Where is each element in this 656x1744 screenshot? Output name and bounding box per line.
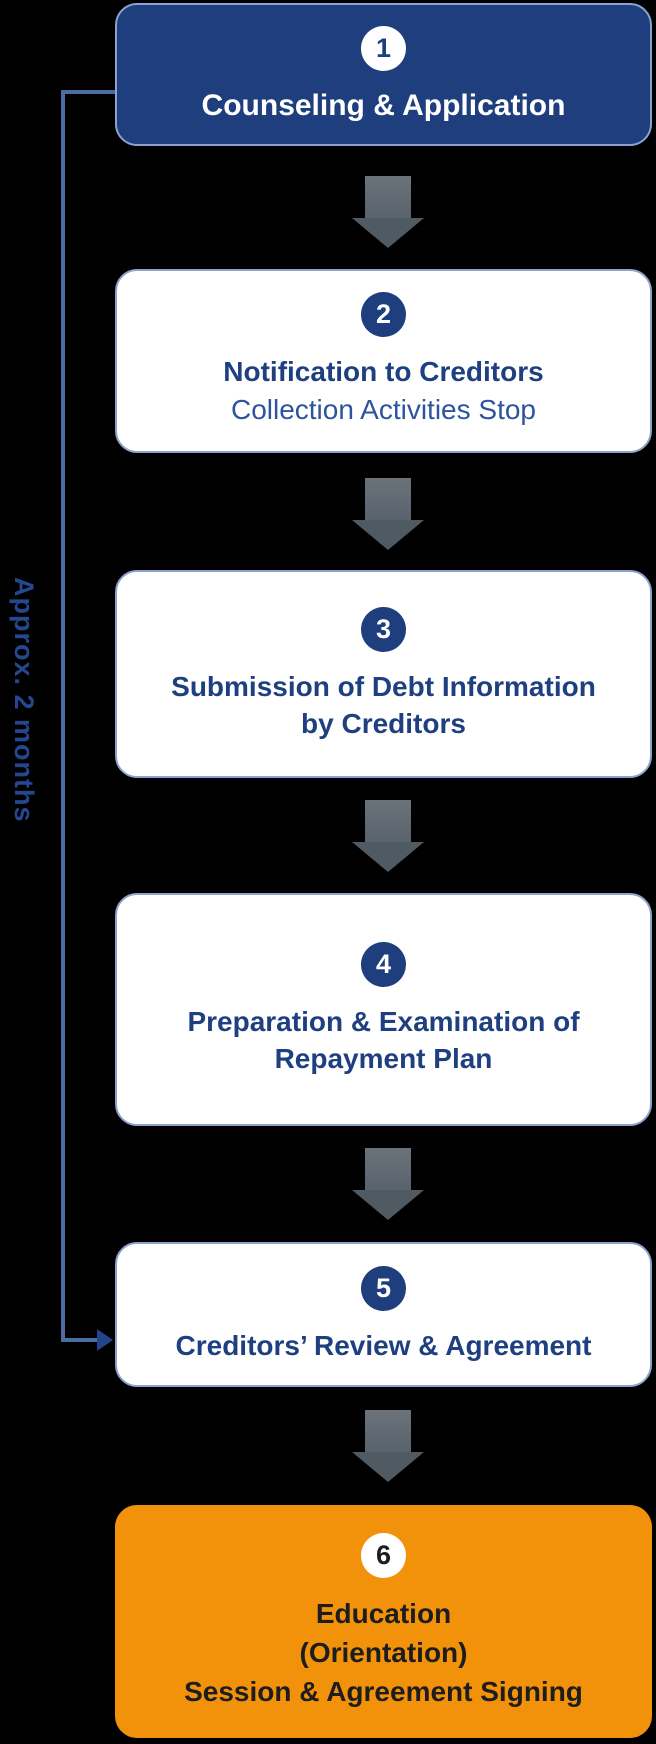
step-6-box: 6 Education (Orientation) Session & Agre… xyxy=(115,1505,652,1738)
step-5-box: 5 Creditors’ Review & Agreement xyxy=(115,1242,652,1387)
step-1-title: Counseling & Application xyxy=(201,88,566,122)
step-5-number-badge: 5 xyxy=(361,1265,406,1311)
step-3-title-line-2: by Creditors xyxy=(301,707,466,739)
step-6-title-line-2: (Orientation) xyxy=(299,1636,468,1668)
flow-arrow-icon xyxy=(352,478,424,550)
step-2-subtitle: Collection Activities Stop xyxy=(230,394,537,425)
step-3-title-line-1: Submission of Debt Information xyxy=(171,670,596,702)
step-6-title: Education (Orientation) Session & Agreem… xyxy=(184,1594,583,1711)
step-3-number-badge: 3 xyxy=(361,606,406,652)
step-5-title: Creditors’ Review & Agreement xyxy=(175,1329,592,1361)
step-4-title: Preparation & Examination of Repayment P… xyxy=(187,1003,579,1077)
flow-arrow-icon xyxy=(352,1148,424,1220)
step-4-box: 4 Preparation & Examination of Repayment… xyxy=(115,893,652,1126)
timeline-bracket-top-segment xyxy=(61,90,115,94)
step-3-box: 3 Submission of Debt Information by Cred… xyxy=(115,570,652,778)
step-1-box: 1 Counseling & Application xyxy=(115,3,652,146)
step-4-title-line-2: Repayment Plan xyxy=(274,1043,493,1074)
timeline-bracket-vertical-line xyxy=(61,90,65,1342)
timeline-bracket-bottom-segment xyxy=(61,1338,99,1342)
flow-arrow-icon xyxy=(352,176,424,248)
timeline-arrowhead-icon xyxy=(97,1329,113,1351)
step-4-number-badge: 4 xyxy=(361,942,406,987)
step-2-box: 2 Notification to Creditors Collection A… xyxy=(115,269,652,453)
step-2-number-badge: 2 xyxy=(361,292,406,337)
flow-arrow-icon xyxy=(352,800,424,872)
step-3-title: Submission of Debt Information by Credit… xyxy=(171,668,596,742)
step-1-number-badge: 1 xyxy=(361,25,406,71)
step-6-title-line-3: Session & Agreement Signing xyxy=(184,1675,583,1707)
timeline-label: Approx. 2 months xyxy=(9,577,39,823)
step-4-title-line-1: Preparation & Examination of xyxy=(187,1006,580,1037)
step-6-title-line-1: Education xyxy=(315,1597,452,1629)
step-6-number-badge: 6 xyxy=(361,1532,406,1578)
step-2-title: Notification to Creditors xyxy=(223,356,544,387)
flow-arrow-icon xyxy=(352,1410,424,1482)
